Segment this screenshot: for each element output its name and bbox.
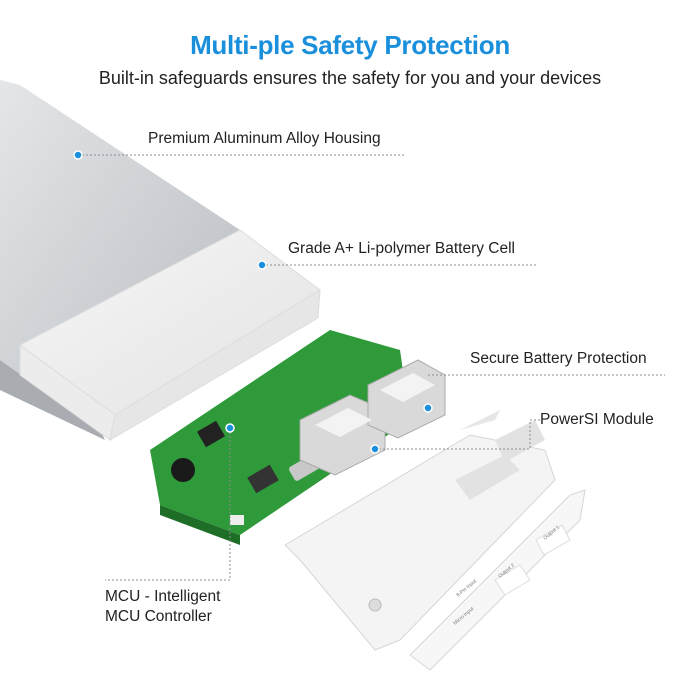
callout-mcu-line2: MCU Controller bbox=[105, 608, 212, 625]
battery-cell bbox=[19, 229, 321, 441]
callout-dots bbox=[73, 150, 433, 454]
page-title: Multi-ple Safety Protection bbox=[190, 30, 510, 60]
mcu-dot bbox=[225, 423, 235, 433]
powersi-dot bbox=[370, 444, 380, 454]
usb-ports bbox=[299, 359, 446, 476]
callout-battery-protection: Secure Battery Protection bbox=[470, 350, 647, 367]
page-subtitle: Built-in safeguards ensures the safety f… bbox=[98, 68, 602, 88]
faceplate: 8-Pin Input Micro Input Output 2 Output … bbox=[409, 489, 586, 671]
protection-dot bbox=[423, 403, 433, 413]
callout-battery-cell: Grade A+ Li-polymer Battery Cell bbox=[288, 240, 515, 257]
callout-mcu-line1: MCU - Intelligent bbox=[105, 588, 221, 605]
housing-dot bbox=[73, 150, 83, 160]
callout-lines bbox=[78, 154, 665, 581]
callout-housing: Premium Aluminum Alloy Housing bbox=[148, 130, 381, 147]
pcb-board bbox=[150, 330, 410, 545]
callout-powersi-module: PowerSI Module bbox=[540, 411, 654, 428]
battery-dot bbox=[257, 260, 267, 270]
end-cap bbox=[284, 410, 556, 651]
